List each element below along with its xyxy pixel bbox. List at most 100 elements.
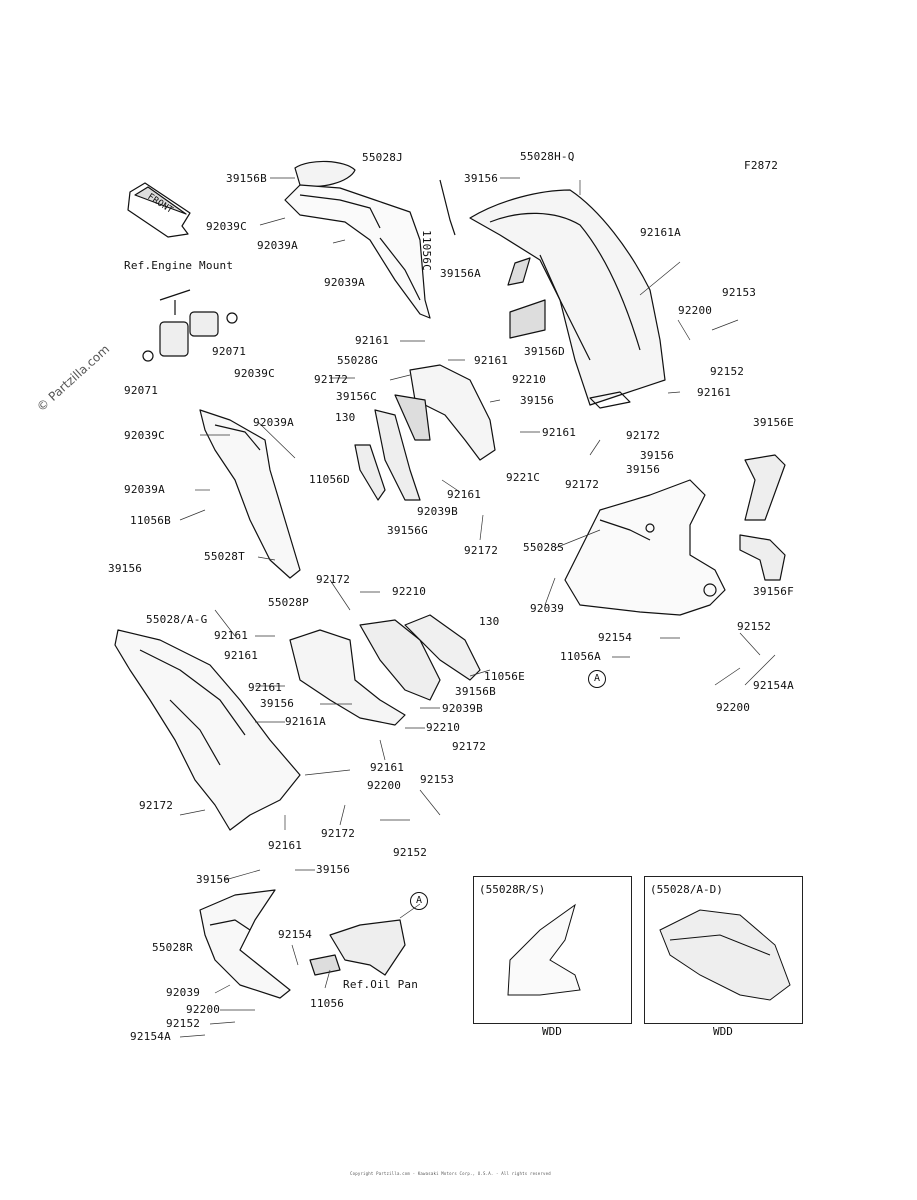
callout-11056: 11056 xyxy=(310,997,345,1010)
callout-92039A: 92039A xyxy=(253,416,294,429)
callout-92154A: 92154A xyxy=(130,1030,171,1043)
callout-92161: 92161 xyxy=(370,761,405,774)
inset-part-55028ad xyxy=(659,909,791,1001)
callout-92071: 92071 xyxy=(124,384,159,397)
callout-92161: 92161 xyxy=(542,426,577,439)
callout-92200: 92200 xyxy=(716,701,751,714)
callout-92172: 92172 xyxy=(321,827,356,840)
callout-92152: 92152 xyxy=(737,620,772,633)
callout-ref-engine-mount: Ref.Engine Mount xyxy=(124,259,234,272)
right-upper-fairing-part xyxy=(469,189,666,409)
callout-92039: 92039 xyxy=(530,602,565,615)
callout-55028J: 55028J xyxy=(362,151,403,164)
callout-39156B: 39156B xyxy=(226,172,267,185)
front-arrow-icon xyxy=(127,182,191,238)
callout-39156E: 39156E xyxy=(753,416,794,429)
callout-92200: 92200 xyxy=(678,304,713,317)
callout-92154A: 92154A xyxy=(753,679,794,692)
callout-92200: 92200 xyxy=(186,1003,221,1016)
callout-130: 130 xyxy=(479,615,500,628)
callout-92161: 92161 xyxy=(355,334,390,347)
callout-39156: 39156 xyxy=(316,863,351,876)
callout-92161A: 92161A xyxy=(640,226,681,239)
inset-part-55028rs xyxy=(507,903,581,996)
callout-39156: 39156 xyxy=(108,562,143,575)
left-inner-cover-part xyxy=(199,409,301,579)
callout-11056C: 11056C xyxy=(420,230,433,271)
under-cowl-part xyxy=(199,889,291,999)
callout-92172: 92172 xyxy=(316,573,351,586)
callout-92210: 92210 xyxy=(392,585,427,598)
callout-92153: 92153 xyxy=(420,773,455,786)
callout-55028S: 55028S xyxy=(523,541,564,554)
callout-92161A: 92161A xyxy=(285,715,326,728)
callout-11056D: 11056D xyxy=(309,473,350,486)
callout-130: 130 xyxy=(335,411,356,424)
callout-92161: 92161 xyxy=(697,386,732,399)
callout-39156: 39156 xyxy=(520,394,555,407)
callout-55028P: 55028P xyxy=(268,596,309,609)
callout-92039C: 92039C xyxy=(124,429,165,442)
callout-92154: 92154 xyxy=(598,631,633,644)
callout-92039A: 92039A xyxy=(324,276,365,289)
callout-92039: 92039 xyxy=(166,986,201,999)
callout-39156F: 39156F xyxy=(753,585,794,598)
callout-11056B: 11056B xyxy=(130,514,171,527)
callout-92039C: 92039C xyxy=(206,220,247,233)
reference-marker-a: A xyxy=(588,670,606,688)
upper-cowl-part xyxy=(284,160,456,319)
figure-code: F2872 xyxy=(744,159,779,172)
center-lower-inner-part xyxy=(289,614,481,726)
engine-mount-part xyxy=(142,289,238,362)
callout-39156A: 39156A xyxy=(440,267,481,280)
callout-92039A: 92039A xyxy=(257,239,298,252)
callout-92152: 92152 xyxy=(393,846,428,859)
inset-code: WDD xyxy=(542,1025,562,1038)
inset-title: (55028/A-D) xyxy=(650,883,723,896)
callout-92153: 92153 xyxy=(722,286,757,299)
callout-92161: 92161 xyxy=(248,681,283,694)
callout-39156D: 39156D xyxy=(524,345,565,358)
inset-code: WDD xyxy=(713,1025,733,1038)
oil-pan-bracket-part xyxy=(309,919,406,976)
callout-39156: 39156 xyxy=(196,873,231,886)
inset-title: (55028R/S) xyxy=(479,883,546,896)
callout-92172: 92172 xyxy=(626,429,661,442)
center-bracket-part xyxy=(354,364,496,501)
callout-92161: 92161 xyxy=(474,354,509,367)
callout-92039B: 92039B xyxy=(417,505,458,518)
callout-ref-oil-pan: Ref.Oil Pan xyxy=(343,978,419,991)
callout-92152: 92152 xyxy=(710,365,745,378)
callout-92210: 92210 xyxy=(426,721,461,734)
callout-55028G: 55028G xyxy=(337,354,378,367)
callout-39156: 39156 xyxy=(626,463,661,476)
callout-92172: 92172 xyxy=(565,478,600,491)
callout-92039A: 92039A xyxy=(124,483,165,496)
callout-55028R: 55028R xyxy=(152,941,193,954)
callout-9221C: 9221C xyxy=(506,471,541,484)
callout-39156G: 39156G xyxy=(387,524,428,537)
callout-92172: 92172 xyxy=(464,544,499,557)
callout-92161: 92161 xyxy=(214,629,249,642)
inset-box-55028ad: (55028/A-D) WDD xyxy=(644,876,803,1038)
callout-39156C: 39156C xyxy=(336,390,377,403)
callout-92161: 92161 xyxy=(447,488,482,501)
callout-92161: 92161 xyxy=(224,649,259,662)
callout-55028H-Q: 55028H-Q xyxy=(520,150,575,163)
callout-92071: 92071 xyxy=(212,345,247,358)
callout-39156B: 39156B xyxy=(455,685,496,698)
reference-marker-a: A xyxy=(410,892,428,910)
callout-92172: 92172 xyxy=(452,740,487,753)
callout-39156: 39156 xyxy=(640,449,675,462)
right-side-cover-part xyxy=(564,454,786,616)
footer-copyright: Copyright Partzilla.com - Kawasaki Motor… xyxy=(350,1171,551,1176)
inset-box-55028rs: (55028R/S) WDD xyxy=(473,876,632,1038)
callout-92210: 92210 xyxy=(512,373,547,386)
callout-92039B: 92039B xyxy=(442,702,483,715)
callout-39156: 39156 xyxy=(464,172,499,185)
callout-92039C: 92039C xyxy=(234,367,275,380)
lower-fairing-part xyxy=(114,629,301,831)
callout-39156: 39156 xyxy=(260,697,295,710)
callout-92152: 92152 xyxy=(166,1017,201,1030)
